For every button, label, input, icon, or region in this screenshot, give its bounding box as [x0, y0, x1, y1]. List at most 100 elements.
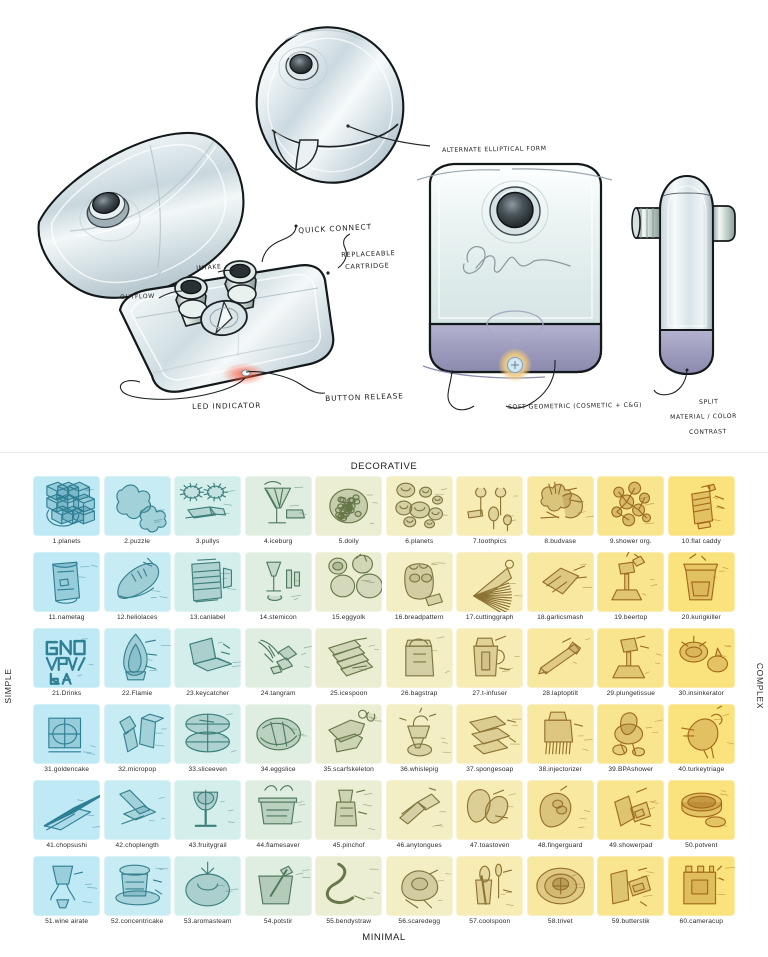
concept-thumbnail[interactable]: [667, 704, 735, 764]
concept-thumbnail[interactable]: [315, 704, 383, 764]
concept-thumbnail[interactable]: [597, 780, 665, 840]
concept-cell[interactable]: 40.turkeytriage: [667, 704, 735, 780]
concept-thumbnail[interactable]: [103, 628, 171, 688]
concept-thumbnail[interactable]: [244, 552, 312, 612]
concept-thumbnail[interactable]: [385, 476, 453, 536]
concept-cell[interactable]: 37.spongesoap: [456, 704, 524, 780]
concept-cell[interactable]: 33.sliceeven: [174, 704, 242, 780]
concept-thumbnail[interactable]: [526, 704, 594, 764]
concept-cell[interactable]: 20.kurigkiller: [667, 552, 735, 628]
concept-cell[interactable]: 27.t-infuser: [456, 628, 524, 704]
concept-cell[interactable]: 55.bendystraw: [315, 856, 383, 932]
concept-thumbnail[interactable]: [174, 628, 242, 688]
concept-cell[interactable]: 36.whislepig: [385, 704, 453, 780]
concept-thumbnail[interactable]: [667, 628, 735, 688]
concept-thumbnail[interactable]: [456, 476, 524, 536]
concept-thumbnail[interactable]: [103, 476, 171, 536]
concept-thumbnail[interactable]: [597, 476, 665, 536]
concept-cell[interactable]: 26.bagstrap: [385, 628, 453, 704]
concept-thumbnail[interactable]: [526, 780, 594, 840]
concept-cell[interactable]: 15.eggyolk: [315, 552, 383, 628]
concept-thumbnail[interactable]: [667, 856, 735, 916]
concept-thumbnail[interactable]: [526, 552, 594, 612]
concept-thumbnail[interactable]: [526, 628, 594, 688]
concept-cell[interactable]: 11.nametag: [33, 552, 101, 628]
concept-thumbnail[interactable]: [33, 628, 101, 688]
concept-thumbnail[interactable]: [315, 476, 383, 536]
concept-thumbnail[interactable]: [174, 704, 242, 764]
concept-thumbnail[interactable]: [456, 628, 524, 688]
concept-thumbnail[interactable]: [456, 856, 524, 916]
concept-cell[interactable]: 21.Drinks: [33, 628, 101, 704]
concept-cell[interactable]: 46.anytongues: [385, 780, 453, 856]
concept-cell[interactable]: 59.butterstik: [597, 856, 665, 932]
concept-cell[interactable]: 35.scarfskeleton: [315, 704, 383, 780]
concept-cell[interactable]: 24.tangram: [244, 628, 312, 704]
concept-cell[interactable]: 39.BPAshower: [597, 704, 665, 780]
concept-cell[interactable]: 17.cuttinggraph: [456, 552, 524, 628]
concept-thumbnail[interactable]: [103, 552, 171, 612]
concept-cell[interactable]: 42.choplength: [103, 780, 171, 856]
concept-cell[interactable]: 28.laptoptilt: [526, 628, 594, 704]
concept-thumbnail[interactable]: [667, 476, 735, 536]
concept-cell[interactable]: 49.showerpad: [597, 780, 665, 856]
concept-cell[interactable]: 13.canlabel: [174, 552, 242, 628]
concept-cell[interactable]: 32.micropop: [103, 704, 171, 780]
concept-thumbnail[interactable]: [597, 628, 665, 688]
concept-cell[interactable]: 34.eggslice: [244, 704, 312, 780]
concept-cell[interactable]: 12.heliolaces: [103, 552, 171, 628]
concept-cell[interactable]: 14.stemicon: [244, 552, 312, 628]
concept-thumbnail[interactable]: [174, 856, 242, 916]
concept-thumbnail[interactable]: [597, 856, 665, 916]
concept-thumbnail[interactable]: [174, 476, 242, 536]
concept-cell[interactable]: 60.cameracup: [667, 856, 735, 932]
concept-cell[interactable]: 4.iceburg: [244, 476, 312, 552]
concept-cell[interactable]: 51.wine airate: [33, 856, 101, 932]
concept-cell[interactable]: 45.pinchof: [315, 780, 383, 856]
concept-cell[interactable]: 38.injectorizer: [526, 704, 594, 780]
concept-thumbnail[interactable]: [315, 552, 383, 612]
concept-thumbnail[interactable]: [385, 856, 453, 916]
concept-thumbnail[interactable]: [385, 780, 453, 840]
concept-cell[interactable]: 52.concentricake: [103, 856, 171, 932]
concept-thumbnail[interactable]: [456, 552, 524, 612]
concept-thumbnail[interactable]: [174, 552, 242, 612]
concept-cell[interactable]: 1.planets: [33, 476, 101, 552]
concept-cell[interactable]: 16.breadpattern: [385, 552, 453, 628]
concept-thumbnail[interactable]: [456, 704, 524, 764]
concept-cell[interactable]: 47.toastoven: [456, 780, 524, 856]
concept-cell[interactable]: 9.shower org.: [597, 476, 665, 552]
concept-cell[interactable]: 57.coolspoon: [456, 856, 524, 932]
concept-cell[interactable]: 6.planets: [385, 476, 453, 552]
concept-thumbnail[interactable]: [526, 476, 594, 536]
concept-cell[interactable]: 10.flat caddy: [667, 476, 735, 552]
concept-thumbnail[interactable]: [103, 780, 171, 840]
concept-cell[interactable]: 50.potvent: [667, 780, 735, 856]
concept-cell[interactable]: 23.keycatcher: [174, 628, 242, 704]
concept-cell[interactable]: 3.pullys: [174, 476, 242, 552]
concept-thumbnail[interactable]: [33, 856, 101, 916]
concept-cell[interactable]: 43.fruitygrail: [174, 780, 242, 856]
concept-thumbnail[interactable]: [315, 856, 383, 916]
concept-thumbnail[interactable]: [174, 780, 242, 840]
concept-thumbnail[interactable]: [244, 856, 312, 916]
concept-thumbnail[interactable]: [244, 476, 312, 536]
concept-cell[interactable]: 22.Flamie: [103, 628, 171, 704]
concept-thumbnail[interactable]: [385, 704, 453, 764]
concept-cell[interactable]: 56.scaredegg: [385, 856, 453, 932]
concept-cell[interactable]: 30.insinkerator: [667, 628, 735, 704]
concept-thumbnail[interactable]: [315, 628, 383, 688]
concept-cell[interactable]: 58.trivet: [526, 856, 594, 932]
concept-thumbnail[interactable]: [597, 552, 665, 612]
concept-cell[interactable]: 8.budvase: [526, 476, 594, 552]
concept-cell[interactable]: 44.flamesaver: [244, 780, 312, 856]
concept-thumbnail[interactable]: [33, 552, 101, 612]
concept-cell[interactable]: 25.icespoon: [315, 628, 383, 704]
concept-cell[interactable]: 54.potstir: [244, 856, 312, 932]
concept-cell[interactable]: 41.chopsushi: [33, 780, 101, 856]
concept-thumbnail[interactable]: [244, 628, 312, 688]
concept-thumbnail[interactable]: [385, 552, 453, 612]
concept-thumbnail[interactable]: [667, 552, 735, 612]
concept-thumbnail[interactable]: [526, 856, 594, 916]
concept-thumbnail[interactable]: [33, 780, 101, 840]
